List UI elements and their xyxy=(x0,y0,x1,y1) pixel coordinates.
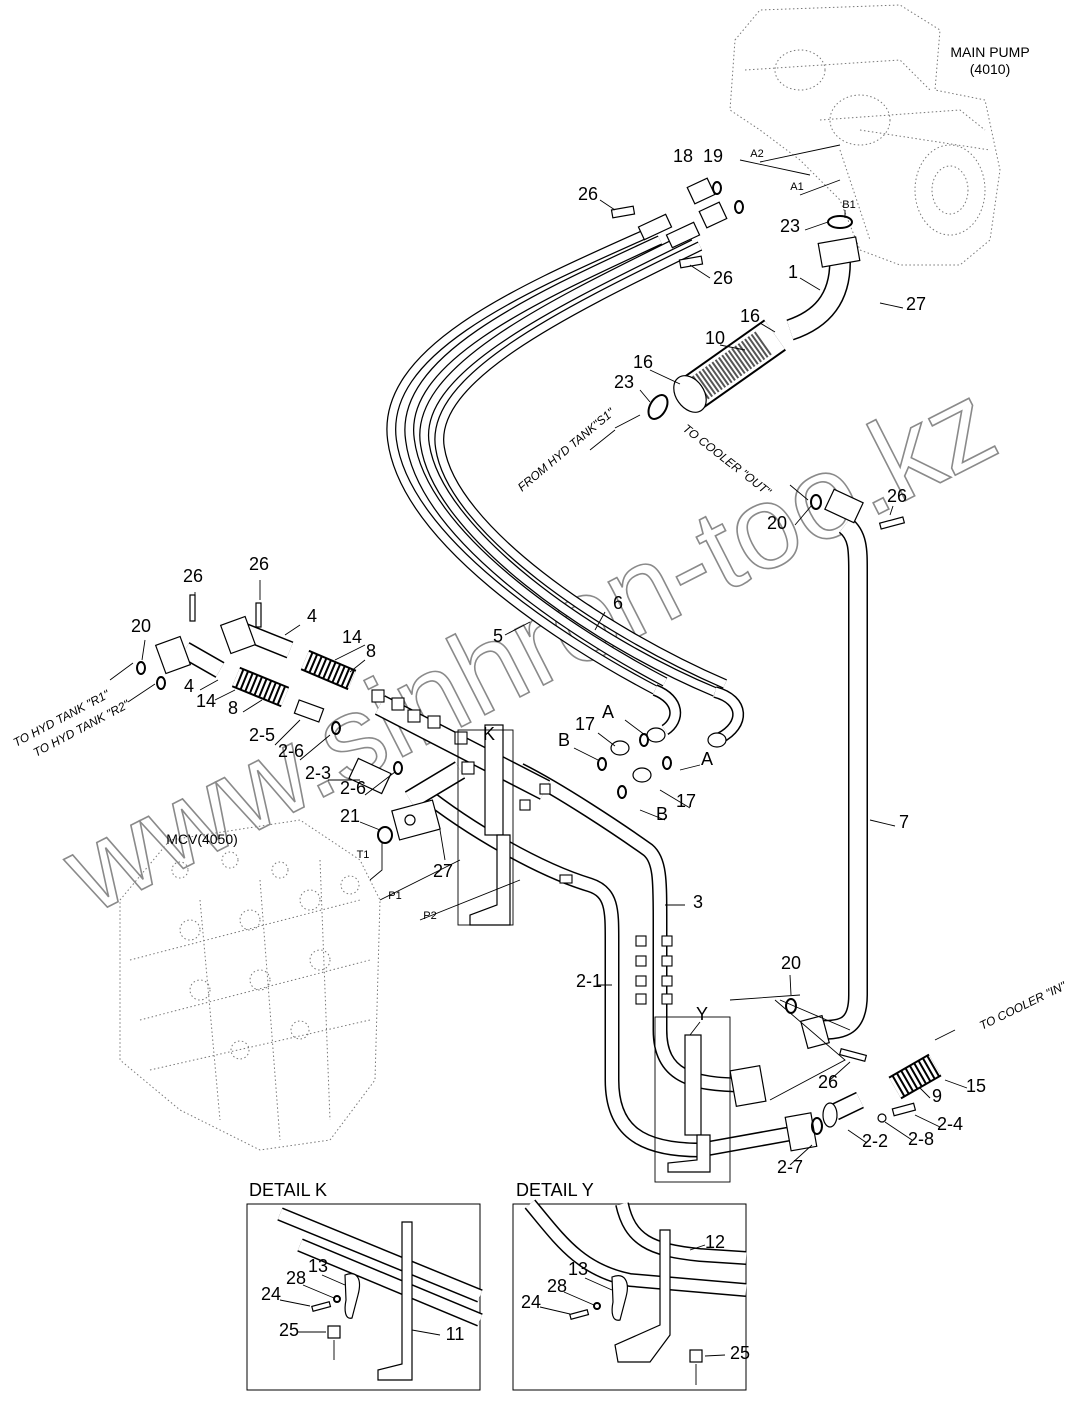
main-pump-code: (4010) xyxy=(970,61,1010,77)
callout-26: 26 xyxy=(887,486,907,506)
callout-9: 9 xyxy=(932,1086,942,1106)
suction-hose-10 xyxy=(647,319,786,420)
detail-y-callout-25: 25 xyxy=(730,1343,750,1363)
main-pump-label: MAIN PUMP xyxy=(950,44,1029,60)
callout-14: 14 xyxy=(342,627,362,647)
detail-y-callout-12: 12 xyxy=(705,1232,725,1252)
callout-5: 5 xyxy=(493,626,503,646)
callout-20: 20 xyxy=(131,616,151,636)
callout-B: B xyxy=(656,804,668,824)
callout-19: 19 xyxy=(703,146,723,166)
callout-27: 27 xyxy=(433,861,453,881)
callout-B: B xyxy=(558,730,570,750)
callout-2-1: 2-1 xyxy=(576,971,602,991)
callout-3: 3 xyxy=(693,892,703,912)
callout-6: 6 xyxy=(613,593,623,613)
callout-26: 26 xyxy=(183,566,203,586)
callout-2-4: 2-4 xyxy=(937,1114,963,1134)
callout-2-2: 2-2 xyxy=(862,1131,888,1151)
callout-A: A xyxy=(701,749,713,769)
callout-20: 20 xyxy=(781,953,801,973)
detail-k-callout-28: 28 xyxy=(286,1268,306,1288)
callout-20: 20 xyxy=(767,513,787,533)
callout-26: 26 xyxy=(578,184,598,204)
mcv-outline xyxy=(119,819,381,1151)
port-t1: T1 xyxy=(357,849,370,861)
callout-26: 26 xyxy=(713,268,733,288)
callout-2-5: 2-5 xyxy=(249,725,275,745)
detail-k-callout-25: 25 xyxy=(279,1320,299,1340)
callout-10: 10 xyxy=(705,328,725,348)
detail-y-callout-28: 28 xyxy=(547,1276,567,1296)
pressure-hoses-5-6 xyxy=(386,177,745,799)
callout-1: 1 xyxy=(788,262,798,282)
callout-2-6: 2-6 xyxy=(340,778,366,798)
callout-23: 23 xyxy=(780,216,800,236)
callout-2-8: 2-8 xyxy=(908,1129,934,1149)
from-tank-s1-note: FROM HYD TANK"S1" xyxy=(515,405,618,494)
detail-k-title: DETAIL K xyxy=(249,1180,327,1200)
callout-27: 27 xyxy=(906,294,926,314)
port-a1: A1 xyxy=(790,181,803,193)
callout-18: 18 xyxy=(673,146,693,166)
callout-23: 23 xyxy=(614,372,634,392)
callout-8: 8 xyxy=(366,641,376,661)
callout-16: 16 xyxy=(633,352,653,372)
port-p2: P2 xyxy=(423,910,436,922)
callout-21: 21 xyxy=(340,806,360,826)
detail-k-callout-24: 24 xyxy=(261,1284,281,1304)
callout-4: 4 xyxy=(184,676,194,696)
main-pump-outline xyxy=(729,4,1001,266)
callout-15: 15 xyxy=(966,1076,986,1096)
callout-26: 26 xyxy=(249,554,269,574)
to-cooler-in-note: TO COOLER "IN" xyxy=(977,978,1069,1032)
callout-17: 17 xyxy=(676,791,696,811)
callout-8: 8 xyxy=(228,698,238,718)
callout-4: 4 xyxy=(307,606,317,626)
callout-17: 17 xyxy=(575,714,595,734)
callout-26: 26 xyxy=(818,1072,838,1092)
suction-pipe-1 xyxy=(786,215,861,341)
port-p1: P1 xyxy=(388,890,401,902)
callout-2-6: 2-6 xyxy=(278,741,304,761)
callout-7: 7 xyxy=(899,812,909,832)
port-a2: A2 xyxy=(750,148,763,160)
callout-A: A xyxy=(602,702,614,722)
leader-lines xyxy=(109,144,968,1166)
callout-16: 16 xyxy=(740,306,760,326)
port-b1: B1 xyxy=(842,199,855,211)
detail-y-title: DETAIL Y xyxy=(516,1180,594,1200)
callout-2-3: 2-3 xyxy=(305,763,331,783)
pump-delivery-pipes xyxy=(371,689,942,1183)
detail-y-callout-24: 24 xyxy=(521,1292,541,1312)
tank-return-parts xyxy=(136,594,403,844)
detail-y-callout-13: 13 xyxy=(568,1259,588,1279)
callout-2-7: 2-7 xyxy=(777,1157,803,1177)
detail-k-callout-11: 11 xyxy=(446,1324,465,1344)
detail-k-callout-13: 13 xyxy=(308,1256,328,1276)
mcv-label: MCV(4050) xyxy=(166,831,238,847)
callout-Y: Y xyxy=(696,1004,708,1024)
callout-K: K xyxy=(483,724,495,744)
callout-14: 14 xyxy=(196,691,216,711)
